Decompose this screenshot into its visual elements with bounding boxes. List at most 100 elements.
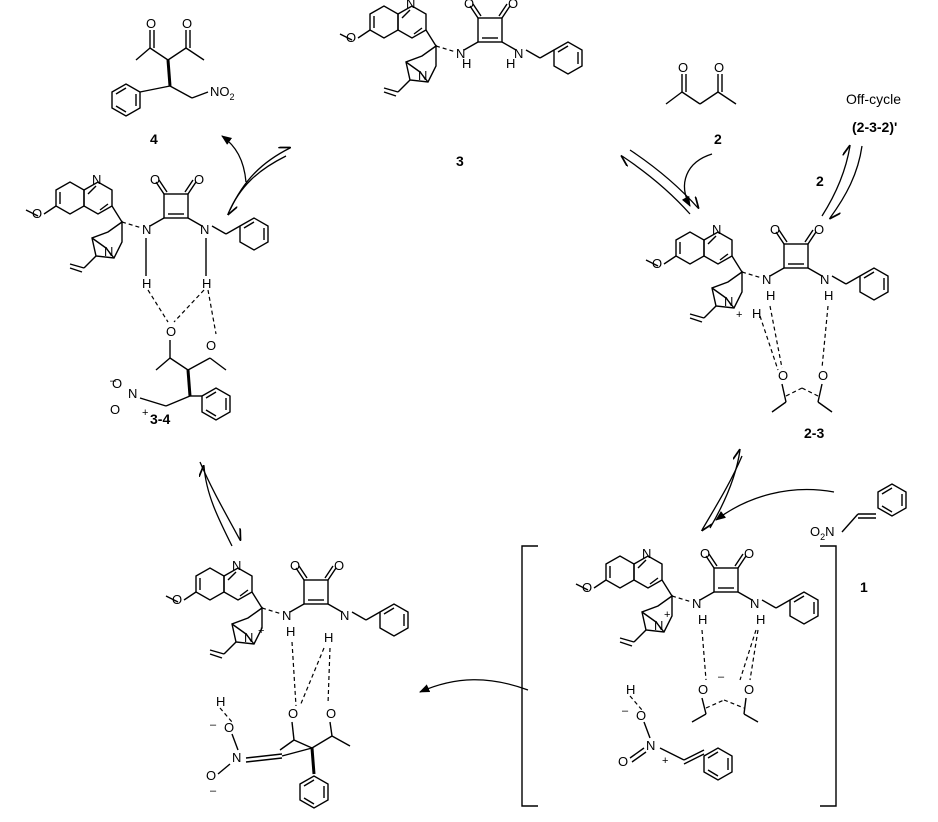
squaramide-o-left: O [464, 0, 474, 11]
pc-squaramide-n2: N [340, 608, 349, 623]
c23-enolate-o1: O [778, 368, 788, 383]
c34-sq-o2: O [194, 172, 204, 187]
pc-squaramide-h2: H [324, 630, 333, 645]
c23-methoxy-o: O [652, 256, 662, 271]
arrow-release-4 [221, 135, 247, 183]
offcycle-species-label: (2-3-2)' [852, 119, 897, 135]
c23-quinuclidine-n: N [724, 294, 733, 309]
arrow-ts-to-2-3 [709, 450, 740, 529]
acac-o2: O [714, 60, 724, 75]
ts-squaramide-n2: N [750, 596, 759, 611]
ts-nh-h: H [626, 682, 635, 697]
ts-methoxy-o: O [582, 580, 592, 595]
offcycle-2-label: 2 [816, 173, 824, 189]
arrow-1-enters [715, 488, 835, 521]
c34-nitro-plus: + [142, 407, 148, 419]
squaramide-nh-left: N [456, 46, 465, 61]
ts-right-bracket [820, 545, 837, 807]
c34-acetyl-o2: O [206, 338, 216, 353]
c23-enolate-o2: O [818, 368, 828, 383]
catalyst-3-structure: N O N N H N H O O [339, 0, 583, 97]
pc-sq-o1: O [290, 558, 300, 573]
ts-nitro-minus: – [622, 705, 629, 717]
pc-nitro-o2-minus: – [210, 785, 217, 797]
c34-quinoline-n: N [92, 172, 101, 187]
compound-3-label: 3 [456, 153, 464, 169]
c23-squaramide-n1: N [762, 272, 771, 287]
c23-quinoline-n: N [712, 222, 721, 237]
c34-nitro-n: N [128, 386, 137, 401]
c23-sq-o2: O [814, 222, 824, 237]
nitrostyrene-o2n: O2N [810, 524, 835, 542]
pc-squaramide-h1: H [286, 624, 295, 639]
ts-nitro-o2: O [618, 754, 628, 769]
pc-nitro-o1: O [224, 720, 234, 735]
ts-quinuclidine-n: N [654, 618, 663, 633]
acac-o1: O [678, 60, 688, 75]
squaramide-h-left: H [462, 56, 471, 71]
product-4-structure: O O NO2 [111, 16, 235, 117]
quinoline-n-atom: N [406, 0, 415, 11]
squaramide-nh-right: N [514, 46, 523, 61]
pc-nh-h: H [216, 694, 225, 709]
product-4-o1: O [146, 16, 156, 31]
nitrostyrene-1-structure: O2N [810, 483, 907, 542]
ts-squaramide-h2: H [756, 612, 765, 627]
arrow-3-to-3-4 [228, 155, 287, 214]
compound-1-label: 1 [860, 579, 868, 595]
product-4-nitro: NO2 [210, 84, 235, 102]
c34-acetyl-o1: O [166, 324, 176, 339]
arrow-2-enters [681, 153, 713, 207]
arrow-3-4-to-product-complex [199, 461, 240, 540]
pc-quinuclidine-n: N [244, 630, 253, 645]
product-4-o2: O [182, 16, 192, 31]
offcycle-forward-arrow [830, 145, 863, 218]
c34-squaramide-n2: N [200, 222, 209, 237]
compound-3-4-label: 3-4 [150, 411, 170, 427]
pc-acetyl-o2: O [326, 706, 336, 721]
ts-nitro-n: N [646, 738, 655, 753]
c23-squaramide-h1: H [766, 288, 775, 303]
squaramide-h-right: H [506, 56, 515, 71]
ts-enolate-o1: O [698, 682, 708, 697]
c34-squaramide-n1: N [142, 222, 151, 237]
ts-sq-o2: O [744, 546, 754, 561]
pc-methoxy-o: O [172, 592, 182, 607]
compound-2-label: 2 [714, 131, 722, 147]
pc-nitro-n: N [232, 750, 241, 765]
ts-enolate-minus: – [718, 671, 725, 683]
arrow-ts-to-product-complex [419, 679, 529, 693]
ts-plus-charge: + [664, 609, 670, 621]
c34-squaramide-h1: H [142, 276, 151, 291]
ts-nitro-o1: O [636, 708, 646, 723]
ts-sq-o1: O [700, 546, 710, 561]
arrow-2-3-to-3 [622, 156, 691, 215]
ts-squaramide-h1: H [698, 612, 707, 627]
c23-sq-o1: O [770, 222, 780, 237]
compound-2-3-label: 2-3 [804, 425, 824, 441]
c23-squaramide-h2: H [824, 288, 833, 303]
pc-quinoline-n: N [232, 558, 241, 573]
c34-sq-o1: O [150, 172, 160, 187]
pc-nitro-minus: – [210, 719, 217, 731]
methoxy-o-atom: O [346, 30, 356, 45]
acetylacetone-2-structure: O O [665, 60, 737, 105]
c23-nh-h: H [752, 306, 761, 321]
ts-enolate-o2: O [744, 682, 754, 697]
c34-nitro-o1: O [110, 402, 120, 417]
transition-state-structure: N O N + H N H N H O O O O – – O N + O [575, 546, 819, 781]
pc-plus-charge: + [258, 625, 264, 637]
c23-plus-charge: + [736, 309, 742, 321]
offcycle-reverse-arrow [821, 146, 850, 217]
c34-methoxy-o: O [32, 206, 42, 221]
pc-squaramide-n1: N [282, 608, 291, 623]
ts-left-bracket [521, 545, 538, 807]
arrow-2-3-to-ts [702, 455, 743, 530]
complex-2-3-structure: N O N + H N H N H O O O O [645, 222, 889, 413]
pc-nitro-o2: O [206, 768, 216, 783]
pc-acetyl-o1: O [288, 706, 298, 721]
squaramide-o-right: O [508, 0, 518, 11]
pc-sq-o2: O [334, 558, 344, 573]
complex-3-4-structure: N O N N H N H O O O O N + O – O [25, 172, 269, 421]
